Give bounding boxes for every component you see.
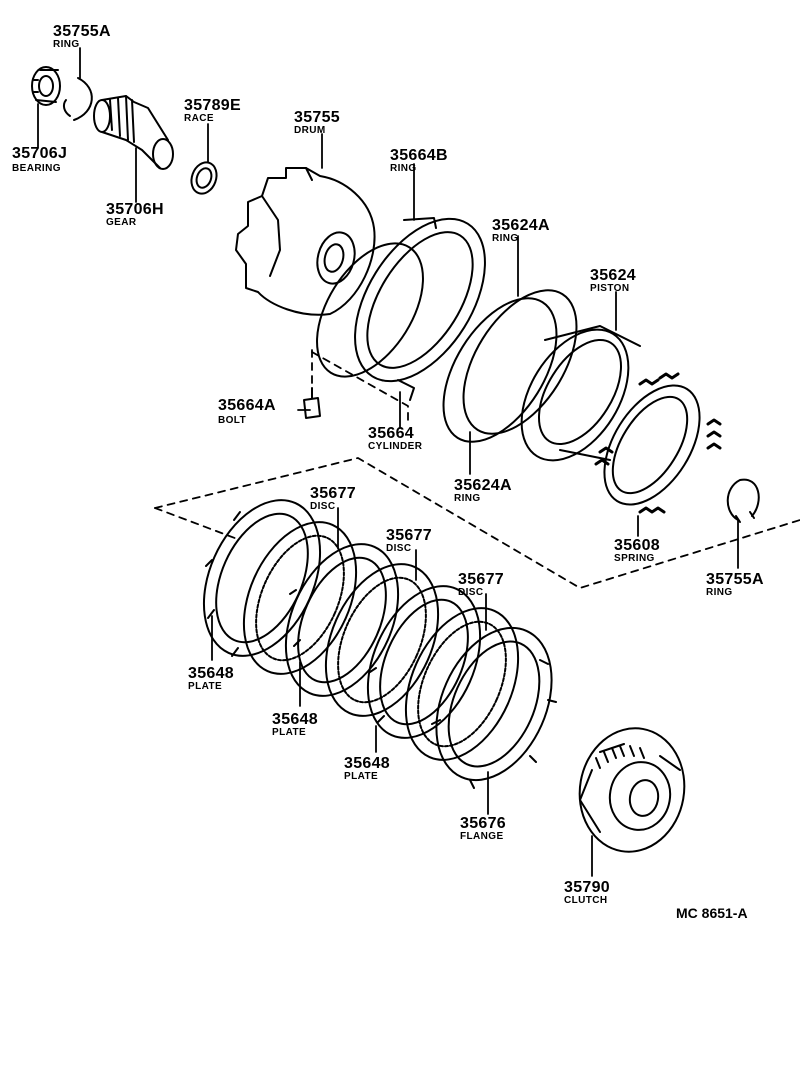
dashed-reference-lines [154, 349, 800, 589]
part-number-label: 35789E [184, 97, 241, 114]
part-name-label: SPRING [614, 553, 655, 564]
part-number-label: 35677 [386, 527, 432, 544]
part-name-label: RACE [184, 113, 214, 124]
spring-pack-part [594, 372, 722, 514]
part-number-label: 35706J [12, 145, 68, 162]
part-name-label: RING [454, 493, 481, 504]
part-number-label: 35755 [294, 109, 340, 126]
part-number-label: 35664A [218, 397, 276, 414]
part-name-label: RING [706, 587, 733, 598]
part-name-label: DRUM [294, 125, 326, 136]
part-name-label: PLATE [272, 727, 307, 738]
part-name-label: RING [492, 233, 519, 244]
part-number-label: 35677 [458, 571, 504, 588]
clutch-pack-parts [202, 499, 557, 789]
part-name-label: PISTON [590, 283, 630, 294]
part-number-label: 35755A [706, 571, 764, 588]
part-name-label: FLANGE [460, 831, 504, 842]
part-name-label: DISC [310, 501, 336, 512]
bearing-part [31, 66, 61, 106]
part-name-label: GEAR [106, 217, 137, 228]
part-name-label: BEARING [12, 163, 61, 174]
part-number-label: 35664B [390, 147, 448, 164]
part-number-label: 35755A [53, 23, 111, 40]
ring-35755a-top-part [62, 77, 93, 121]
cylinder-part [316, 217, 486, 401]
part-number-label: 35608 [614, 537, 660, 554]
part-number-label: 35676 [460, 815, 506, 832]
part-name-label: RING [390, 163, 417, 174]
gear-shaft-part [93, 95, 174, 170]
part-number-label: 35664 [368, 425, 414, 442]
part-number-label: 35624A [492, 217, 550, 234]
part-number-label: 35706H [106, 201, 164, 218]
part-name-label: CLUTCH [564, 895, 608, 906]
part-name-label: RING [53, 39, 80, 50]
part-name-label: DISC [386, 543, 412, 554]
part-number-label: 35648 [272, 711, 318, 728]
part-name-label: DISC [458, 587, 484, 598]
clutch-hub-part [578, 727, 686, 853]
race-part [190, 161, 218, 195]
part-name-label: CYLINDER [368, 441, 423, 452]
drum-part [235, 167, 376, 316]
part-number-label: 35677 [310, 485, 356, 502]
part-name-label: PLATE [344, 771, 379, 782]
leader-lines [37, 47, 739, 877]
piston-part [520, 325, 641, 462]
ring-pair-35624a [442, 289, 578, 443]
diagram-code: MC 8651-A [676, 905, 748, 921]
part-number-label: 35648 [344, 755, 390, 772]
part-name-label: BOLT [218, 415, 247, 426]
part-number-label: 35624 [590, 267, 636, 284]
part-name-label: PLATE [188, 681, 223, 692]
snap-ring-35755a-right-part [726, 478, 760, 523]
part-number-label: 35648 [188, 665, 234, 682]
part-number-label: 35790 [564, 879, 610, 896]
part-number-label: 35624A [454, 477, 512, 494]
